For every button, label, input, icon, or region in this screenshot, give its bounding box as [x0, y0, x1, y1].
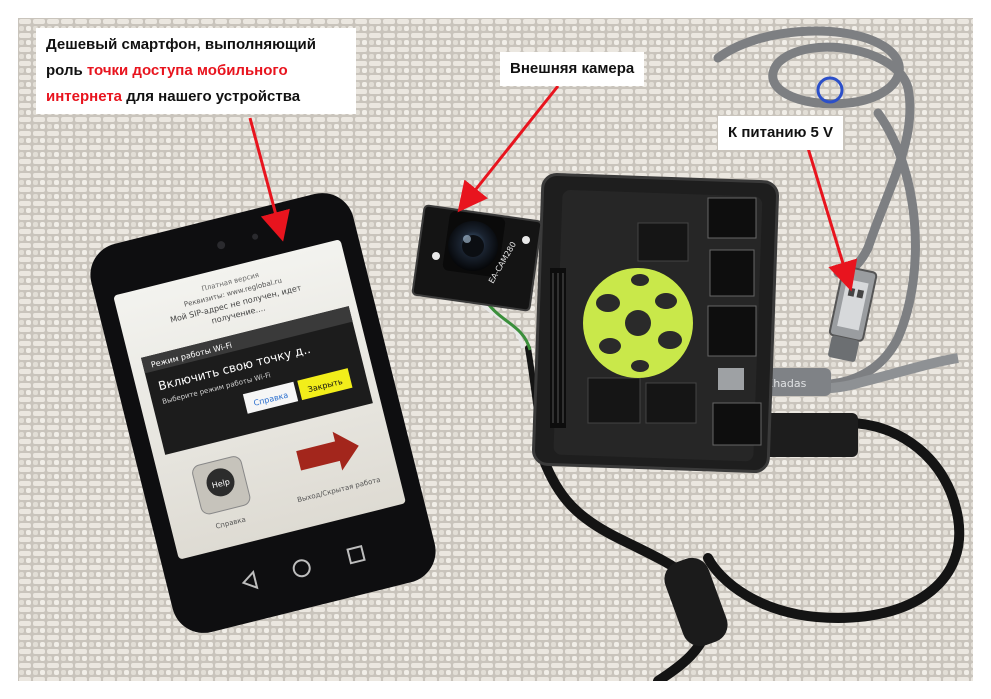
home-icon[interactable]	[292, 559, 311, 578]
usb-cable-plug	[763, 413, 858, 457]
smartphone: Платная версия Реквизиты: www.reglobal.r…	[90, 193, 436, 633]
arrow-to-power-icon	[806, 147, 858, 292]
arrow-to-phone-icon	[248, 117, 290, 242]
arrow-to-camera-icon	[457, 85, 560, 213]
back-icon[interactable]	[241, 570, 259, 590]
help-button[interactable]	[242, 381, 299, 414]
recents-icon[interactable]	[346, 545, 366, 565]
close-button[interactable]	[297, 368, 353, 401]
help-tile-label: Help	[211, 477, 231, 490]
gpio-header	[550, 268, 566, 428]
usb-c-port	[718, 368, 744, 390]
camera-annotation: Внешняя камера	[500, 52, 645, 86]
cooling-fan	[583, 268, 693, 378]
chip	[637, 222, 689, 262]
power-annotation: К питанию 5 V	[718, 116, 844, 150]
hdmi-port	[709, 249, 755, 297]
usb-port	[712, 402, 762, 446]
phone-annotation-text-2: для нашего устройства	[122, 88, 301, 105]
exit-arrow-icon[interactable]	[294, 426, 364, 480]
wifi-dialog	[141, 306, 373, 455]
camera-module: EA-CAM280	[411, 204, 543, 351]
phone-annotation: Дешевый смартфон, выполняющий роль точки…	[36, 28, 356, 114]
khadas-plug-text: Khadas	[766, 377, 807, 390]
chip	[587, 377, 641, 424]
single-board-computer	[531, 172, 780, 474]
cable-tie-icon	[816, 76, 844, 104]
usb-port	[707, 197, 757, 239]
ferrite-bead	[664, 557, 728, 647]
phone-annotation-text-1: Дешевый смартфон, выполняющий роль	[46, 36, 316, 79]
chip	[645, 382, 697, 424]
phone-annotation-highlight: точки доступа мобильного интернета	[46, 62, 288, 105]
camera-annotation-text: Внешняя камера	[510, 60, 635, 77]
usb-port	[707, 305, 757, 357]
power-annotation-text: К питанию 5 V	[728, 124, 834, 141]
